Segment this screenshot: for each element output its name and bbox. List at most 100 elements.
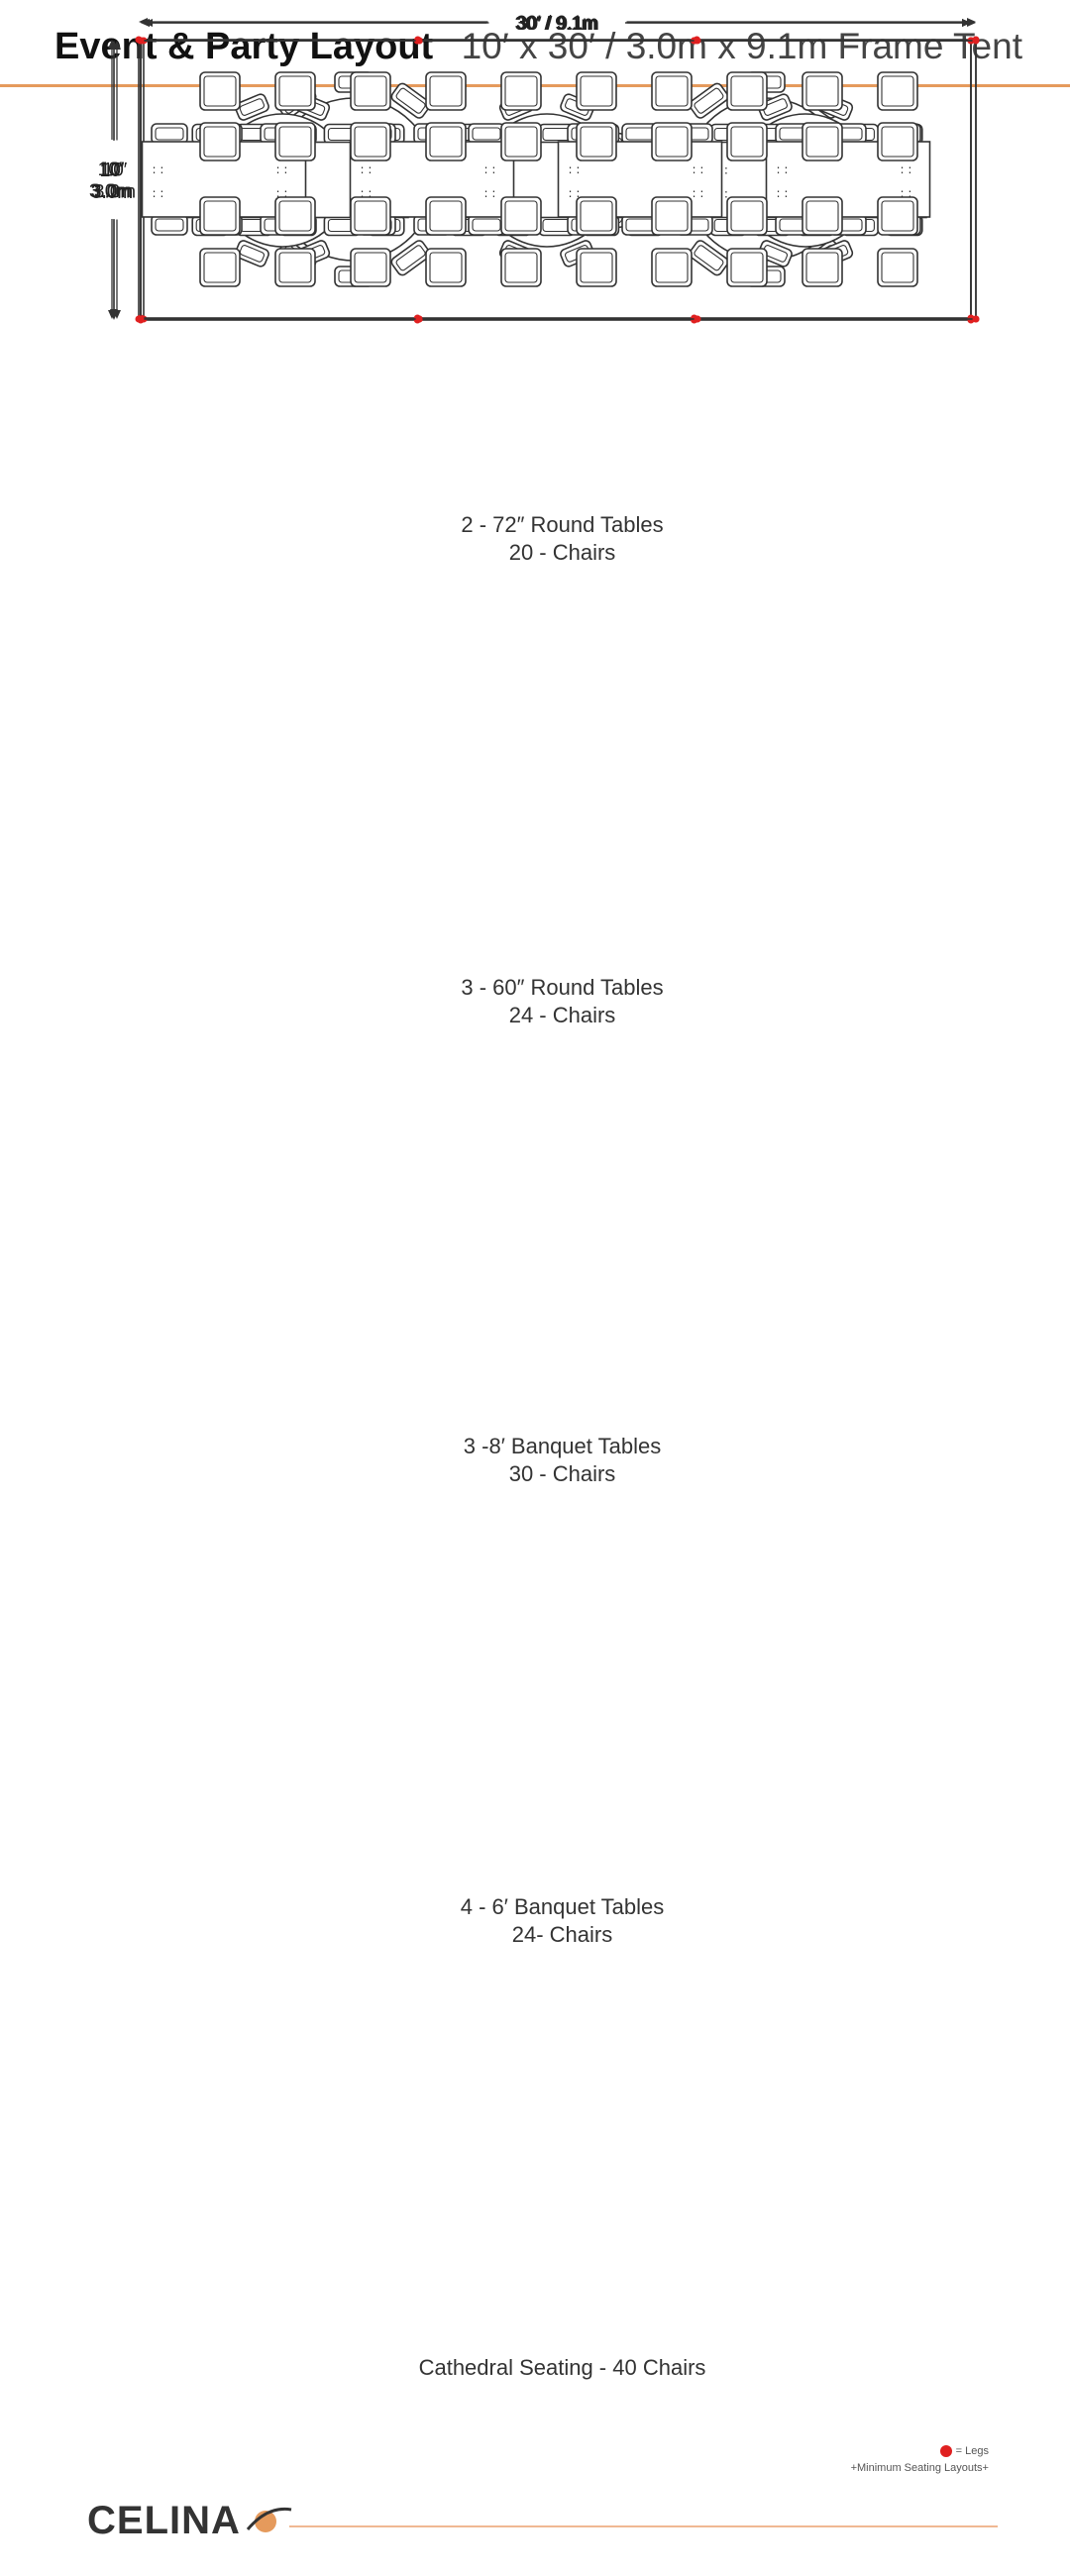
chair-icon	[576, 71, 617, 111]
chair-icon	[425, 196, 467, 236]
height-label: 10′	[98, 160, 123, 180]
chair-icon	[234, 93, 269, 121]
leg-marker	[972, 37, 980, 45]
chair-icon	[802, 196, 843, 236]
chair-icon	[651, 196, 693, 236]
table-leg-marks: : :	[693, 162, 704, 176]
chair-icon	[877, 122, 918, 161]
layout-diagram: 30′ / 9.1m 10′3.0m	[91, 14, 980, 323]
table-leg-marks: : :	[361, 162, 373, 176]
chair-icon	[425, 71, 467, 111]
table-leg-marks: : :	[901, 186, 912, 200]
chair-icon	[274, 122, 316, 161]
chair-icon	[199, 71, 241, 111]
table-leg-marks: : :	[484, 186, 496, 200]
table-leg-marks: : :	[153, 186, 164, 200]
width-label: 30′ / 9.1m	[516, 14, 598, 35]
chair-icon	[199, 248, 241, 287]
chair-icon	[802, 71, 843, 111]
chair-icon	[199, 122, 241, 161]
chair-icon	[651, 71, 693, 111]
arrow-left-icon	[141, 19, 150, 27]
chair-icon	[350, 248, 391, 287]
width-label: 30′ / 9.1m	[515, 14, 597, 35]
chair-icon	[726, 248, 768, 287]
chair-icon	[234, 240, 269, 268]
chair-icon	[350, 122, 391, 161]
width-label: 30′ / 9.1m	[515, 14, 597, 35]
arrow-up-icon	[110, 41, 118, 50]
leg-marker	[972, 315, 980, 323]
layout-caption: Cathedral Seating - 40 Chairs	[0, 2354, 1070, 2382]
chair-icon	[757, 93, 793, 121]
celina-logo: CELINA	[87, 2499, 241, 2542]
caption-seating: Cathedral Seating - 40 Chairs	[418, 2355, 706, 2380]
layout-caption: 3 - 60″ Round Tables 24 - Chairs	[0, 974, 1070, 1029]
arrow-right-icon	[967, 19, 976, 27]
height-label: 10′	[100, 161, 125, 181]
table-leg-marks: : :	[484, 162, 496, 176]
caption-chairs: 30 - Chairs	[508, 1461, 616, 1486]
chair-icon	[199, 196, 241, 236]
caption-tables: 3 - 60″ Round Tables	[461, 975, 664, 1000]
chair-icon	[877, 71, 918, 111]
chair-icon	[500, 122, 542, 161]
chair-icon	[500, 71, 542, 111]
width-label: 30′ / 9.1m	[516, 13, 598, 34]
footer-rule	[289, 2525, 998, 2527]
table-leg-marks: : :	[777, 186, 789, 200]
layout-caption: 4 - 6′ Banquet Tables 24- Chairs	[0, 1893, 1070, 1949]
chair-icon	[350, 71, 391, 111]
leg-marker	[415, 37, 423, 45]
table-leg-marks: : :	[901, 162, 912, 176]
table-leg-marks: : :	[153, 162, 164, 176]
height-label: 10′	[100, 161, 125, 181]
height-label: 3.0m	[91, 182, 133, 203]
chair-icon	[802, 248, 843, 287]
leg-marker	[415, 315, 423, 323]
chair-icon	[390, 240, 431, 276]
leg-dot-icon	[939, 2445, 952, 2458]
tent-outline	[140, 40, 977, 320]
caption-chairs: 20 - Chairs	[508, 540, 616, 565]
chair-icon	[576, 248, 617, 287]
chair-icon	[726, 196, 768, 236]
legend: = Legs +Minimum Seating Layouts+	[851, 2443, 989, 2477]
chair-icon	[651, 122, 693, 161]
chair-icon	[151, 123, 188, 145]
table-leg-marks: : :	[361, 186, 373, 200]
height-label: 3.0m	[94, 182, 136, 203]
layout-caption: 2 - 72″ Round Tables 20 - Chairs	[0, 511, 1070, 567]
leg-marker	[694, 315, 701, 323]
caption-tables: 2 - 72″ Round Tables	[461, 512, 664, 537]
leg-marker	[137, 37, 145, 45]
height-label: 10′	[100, 160, 125, 180]
table-leg-marks: : :	[276, 162, 288, 176]
width-label: 30′ / 9.1m	[517, 14, 599, 35]
chair-icon	[350, 196, 391, 236]
chair-icon	[689, 82, 729, 119]
chair-icon	[802, 122, 843, 161]
chair-icon	[425, 122, 467, 161]
caption-tables: 4 - 6′ Banquet Tables	[460, 1894, 665, 1919]
chair-icon	[877, 196, 918, 236]
height-label: 3.0m	[91, 182, 133, 203]
chair-icon	[390, 82, 431, 119]
page-header: Event & Party Layout 10′ x 30′ / 3.0m x …	[0, 0, 1070, 87]
caption-tables: 3 -8′ Banquet Tables	[463, 1434, 662, 1458]
legend-note: +Minimum Seating Layouts+	[850, 2462, 989, 2474]
chair-icon	[274, 196, 316, 236]
legend-legs: = Legs	[851, 2443, 989, 2460]
layout-caption: 3 -8′ Banquet Tables 30 - Chairs	[0, 1433, 1070, 1488]
caption-chairs: 24 - Chairs	[508, 1003, 616, 1027]
chair-icon	[757, 240, 793, 268]
height-label: 3.0m	[91, 181, 133, 202]
tent-size-subtitle: 10′ x 30′ / 3.0m x 9.1m Frame Tent	[461, 26, 1022, 66]
caption-chairs: 24- Chairs	[511, 1922, 613, 1947]
chair-icon	[274, 71, 316, 111]
layout-cathedral: 30′ / 9.1m 10′3.0m Cathedral Seating - 40…	[0, 14, 1070, 2398]
table-leg-marks: : :	[569, 162, 581, 176]
chair-icon	[500, 248, 542, 287]
